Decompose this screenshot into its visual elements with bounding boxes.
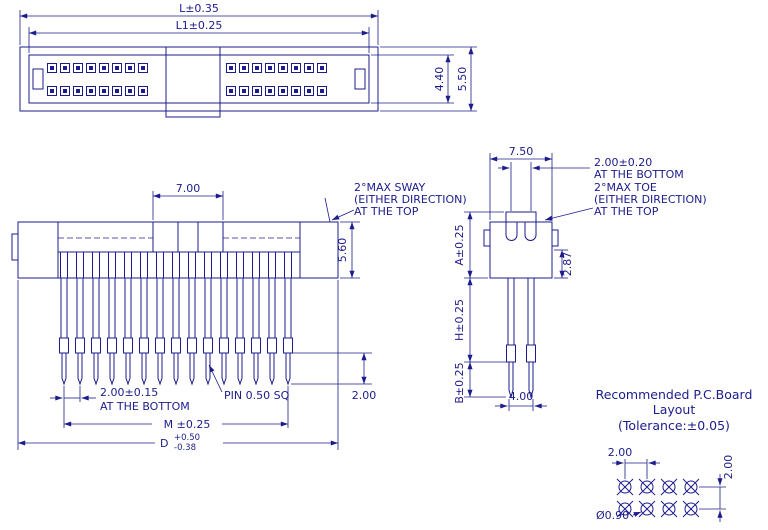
sway-leader <box>324 197 355 223</box>
front-view: 7.00 2°MAX SWAY (EITHER DIRECTION) AT TH… <box>11 181 467 453</box>
toe-note-line1: 2°MAX TOE <box>594 181 657 194</box>
pin-row <box>59 251 293 385</box>
pcb-title-line1: Recommended P.C.Board <box>596 387 753 402</box>
dim-pitch-label: 2.00±0.15 <box>100 386 158 399</box>
dim-A-label: A±0.25 <box>453 224 466 265</box>
dim-5-50 <box>380 46 477 112</box>
toe-note-line2: (EITHER DIRECTION) <box>594 193 707 206</box>
latch-right <box>551 229 559 247</box>
dim-7-00 <box>152 191 224 220</box>
dim-tail <box>291 352 372 385</box>
dim-row-pitch <box>699 474 726 522</box>
dim-5-60 <box>340 221 360 279</box>
sway-note-line3: AT THE TOP <box>354 205 419 218</box>
dim-B-label: B±0.25 <box>453 362 466 403</box>
key-top <box>505 211 537 223</box>
dim-L <box>19 10 379 45</box>
dim-L1-label: L1±0.25 <box>176 19 223 32</box>
dim-4-40 <box>371 54 454 104</box>
dim-D-label: D <box>160 437 168 450</box>
toe-note-line3: AT THE TOP <box>594 205 659 218</box>
dim-pitch <box>50 386 96 428</box>
dim-L-label: L±0.35 <box>179 2 219 15</box>
pin-field <box>47 63 327 96</box>
end-block-left <box>17 221 59 279</box>
top-view: L±0.35 L1±0.25 4.40 5.50 <box>19 2 477 118</box>
dim-H <box>464 278 507 363</box>
side-step-left <box>11 233 19 261</box>
end-block-right <box>299 221 339 279</box>
dim-2-87 <box>554 249 568 279</box>
latch-slot-left <box>32 68 44 90</box>
body-section <box>489 221 553 279</box>
polarization-key <box>165 46 221 118</box>
side-view: 7.50 2.00±0.20 AT THE BOTTOM 2°MAX TOE (… <box>453 145 707 411</box>
latch-slot-right <box>354 68 366 90</box>
dim-col-pitch-label: 2.00 <box>608 446 633 459</box>
dim-row-spacing-note: AT THE BOTTOM <box>594 168 684 181</box>
hole-dia-leader <box>632 511 642 517</box>
sway-note-line2: (EITHER DIRECTION) <box>354 193 467 206</box>
dim-7-00-label: 7.00 <box>176 182 201 195</box>
dim-B <box>464 362 506 398</box>
pin-front-row <box>506 277 516 398</box>
dim-5-50-label: 5.50 <box>456 67 469 92</box>
toe-leader <box>544 207 594 221</box>
dim-M-label: M ±0.25 <box>164 418 211 431</box>
dim-4-00 <box>495 399 547 411</box>
contact-slot-2 <box>524 222 537 241</box>
dim-H-label: H±0.25 <box>453 299 466 341</box>
dim-pitch-note: AT THE BOTTOM <box>100 400 190 413</box>
key-section <box>152 221 224 253</box>
pcb-title-line3: (Tolerance:±0.05) <box>618 418 730 433</box>
dim-L1 <box>28 27 370 53</box>
dim-D-tol-plus: +0.50 <box>174 433 200 443</box>
pin-back-row <box>526 277 536 398</box>
dim-4-40-label: 4.40 <box>433 67 446 92</box>
dim-row-spacing <box>498 162 590 211</box>
dim-7-50 <box>489 153 553 220</box>
dim-4-00-label: 4.00 <box>509 390 534 403</box>
dim-D-tol-minus: -0.38 <box>174 443 196 453</box>
dim-col-pitch <box>612 459 660 479</box>
dim-tail-label: 2.00 <box>352 389 377 402</box>
pcb-title-line2: Layout <box>653 402 696 417</box>
sway-note-line1: 2°MAX SWAY <box>354 181 425 194</box>
contact-slot-1 <box>505 222 518 241</box>
pin-note-leader <box>208 364 223 393</box>
dim-row-spacing-label: 2.00±0.20 <box>594 156 652 169</box>
latch-left <box>483 229 491 247</box>
dim-2-87-label: 2.87 <box>561 252 574 277</box>
pcb-layout: Recommended P.C.Board Layout (Tolerance:… <box>596 387 753 522</box>
dim-row-pitch-label: 2.00 <box>722 455 735 480</box>
hole-dia-label: Ø0.90 <box>596 509 629 522</box>
hole-grid <box>616 478 700 518</box>
shell-outline <box>19 46 379 112</box>
shell-inner-wall <box>28 54 370 104</box>
dim-7-50-label: 7.50 <box>509 145 534 158</box>
dim-5-60-label: 5.60 <box>336 238 349 263</box>
pin-note-label: PIN 0.50 SQ <box>224 389 290 402</box>
